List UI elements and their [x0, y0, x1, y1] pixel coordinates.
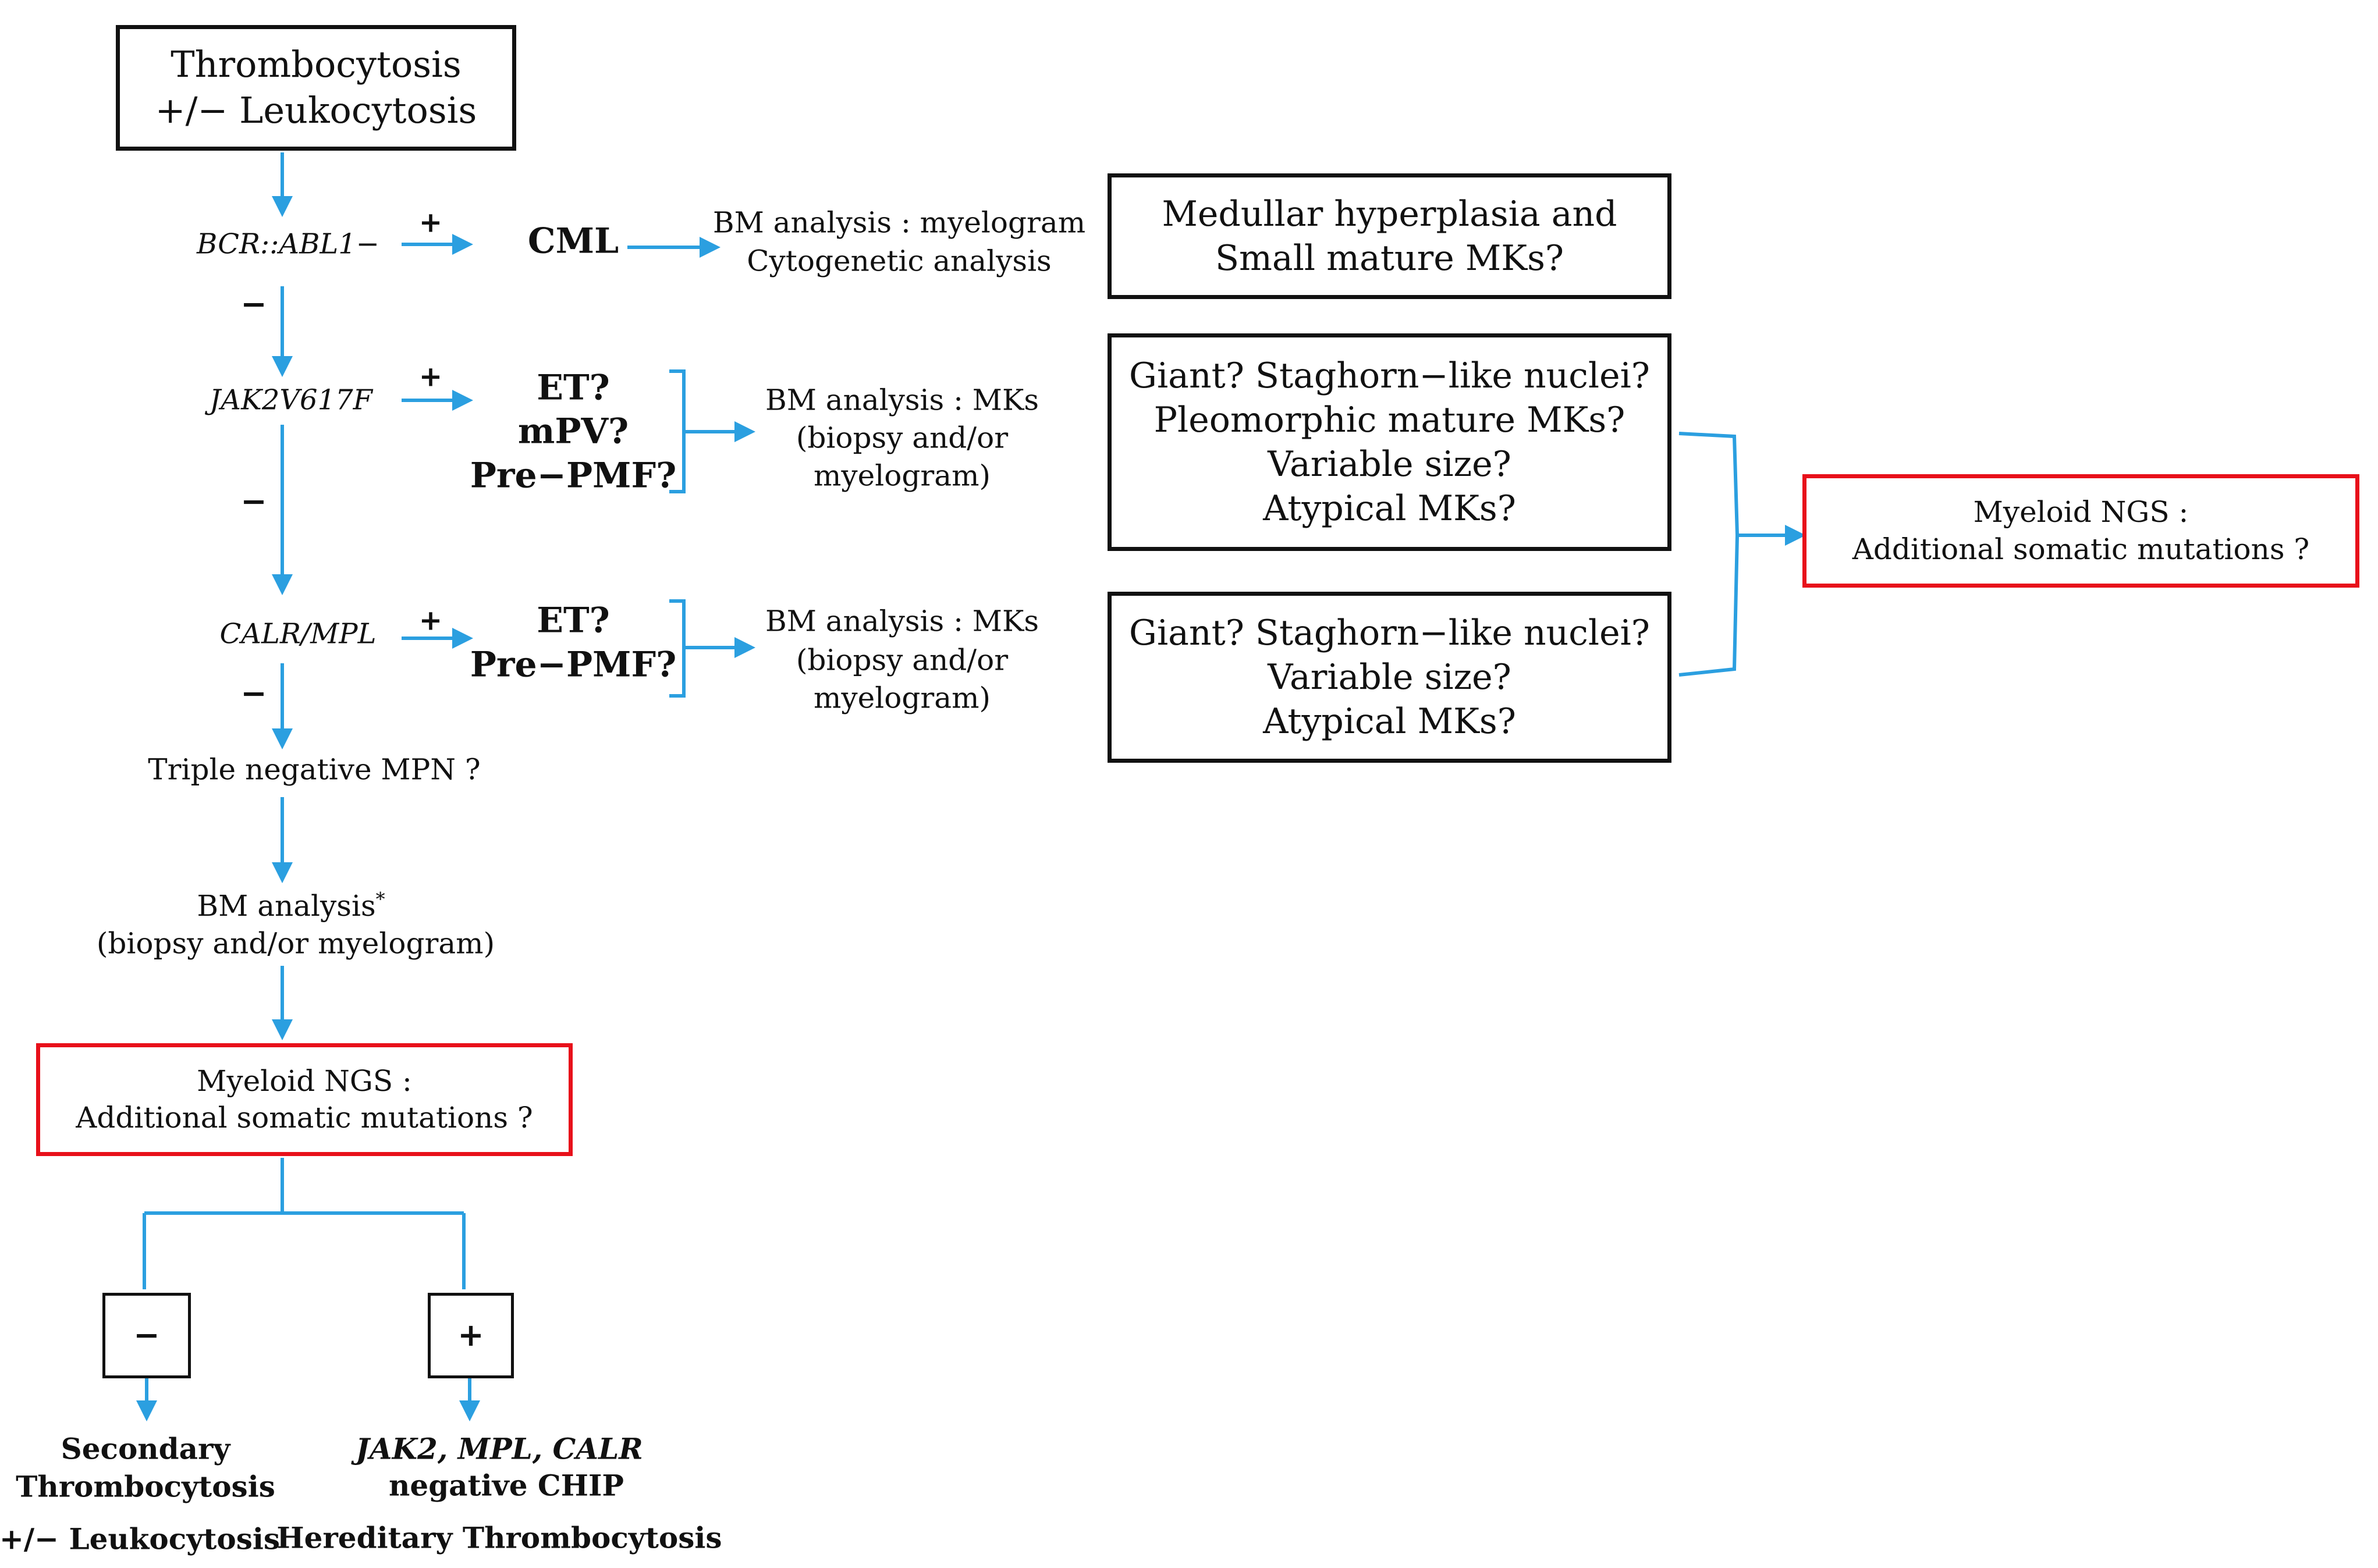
calr-dx-line-1: ET? [537, 600, 610, 641]
calr-dx-line-2: Pre−PMF? [470, 644, 677, 685]
bm-any-line-2: (biopsy and/or myelogram) [96, 926, 495, 961]
cml-box-line-2: Small mature MKs? [1215, 238, 1564, 279]
secondary-line-2: Thrombocytosis [16, 1469, 275, 1504]
jak2-bm-line-1: BM analysis : MKs [765, 383, 1039, 417]
cml-label: CML [527, 221, 619, 262]
jak2-bm-line-2: (biopsy and/or [796, 421, 1009, 455]
calr-box-line-2: Variable size? [1268, 656, 1511, 698]
ngs-left-box: Myeloid NGS : Additional somatic mutatio… [36, 1043, 573, 1156]
secondary-line-3: +/− Leukocytosis [0, 1521, 281, 1556]
jak2-dx-line-3: Pre−PMF? [470, 455, 677, 496]
jak2-dx-line-1: ET? [537, 367, 610, 408]
bcr-test-label: BCR::ABL1− [197, 227, 379, 261]
calr-bm-line-3: myelogram) [814, 681, 991, 715]
start-line-2: +/− Leukocytosis [155, 89, 477, 131]
calr-bm-line-1: BM analysis : MKs [765, 604, 1039, 638]
bm-any-text: BM analysis [197, 889, 376, 923]
jak2-box-line-2: Pleomorphic mature MKs? [1153, 399, 1625, 440]
cml-mk-box: Medullar hyperplasia and Small mature MK… [1108, 173, 1671, 299]
jak2-plus-sign: + [418, 360, 443, 393]
calr-mk-box: Giant? Staghorn−like nuclei? Variable si… [1108, 592, 1671, 763]
bcr-plus-sign: + [418, 206, 443, 239]
ngs-right-line-2: Additional somatic mutations ? [1852, 532, 2310, 566]
hereditary-label: Hereditary Thrombocytosis [276, 1520, 722, 1555]
ngs-left-line-2: Additional somatic mutations ? [76, 1101, 533, 1135]
jak2-box-line-3: Variable size? [1268, 444, 1511, 485]
secondary-line-1: Secondary [61, 1431, 230, 1466]
cml-box-line-1: Medullar hyperplasia and [1162, 193, 1617, 234]
jak2-box-line-1: Giant? Staghorn−like nuclei? [1129, 355, 1650, 396]
negative-result-box: − [102, 1293, 191, 1378]
jak2-bm-line-3: myelogram) [814, 458, 991, 493]
jak2-minus-sign: − [240, 482, 267, 520]
chip-genes-label: JAK2, MPL, CALR [356, 1431, 643, 1466]
cml-bm-line-1: BM analysis : myelogram [712, 205, 1086, 240]
chip-line-2: negative CHIP [389, 1468, 624, 1503]
jak2-box-line-4: Atypical MKs? [1263, 488, 1516, 529]
ngs-right-box: Myeloid NGS : Additional somatic mutatio… [1802, 474, 2359, 588]
ngs-left-line-1: Myeloid NGS : [197, 1064, 412, 1098]
bm-any-line-1: BM analysis* [197, 888, 385, 923]
positive-result-sign: + [457, 1317, 484, 1354]
cml-bm-line-2: Cytogenetic analysis [747, 244, 1052, 278]
bracket-mk-boxes [1678, 432, 1740, 677]
triple-negative-label: Triple negative MPN ? [148, 752, 481, 787]
calr-minus-sign: − [240, 674, 267, 712]
ngs-right-line-1: Myeloid NGS : [1973, 495, 2189, 529]
calr-bm-line-2: (biopsy and/or [796, 643, 1009, 677]
bcr-minus-sign: − [240, 285, 267, 322]
negative-result-sign: − [133, 1317, 160, 1354]
calr-box-line-3: Atypical MKs? [1263, 701, 1516, 742]
jak2-mk-box: Giant? Staghorn−like nuclei? Pleomorphic… [1108, 333, 1671, 551]
bm-any-asterisk: * [375, 888, 385, 911]
positive-result-box: + [428, 1293, 514, 1378]
calr-box-line-1: Giant? Staghorn−like nuclei? [1129, 612, 1650, 653]
calr-plus-sign: + [418, 604, 443, 637]
start-line-1: Thrombocytosis [171, 43, 462, 86]
jak2-dx-line-2: mPV? [517, 411, 629, 452]
start-box: Thrombocytosis +/− Leukocytosis [116, 25, 516, 151]
calr-test-label: CALR/MPL [219, 617, 377, 650]
jak2-test-label: JAK2V617F [210, 383, 372, 417]
